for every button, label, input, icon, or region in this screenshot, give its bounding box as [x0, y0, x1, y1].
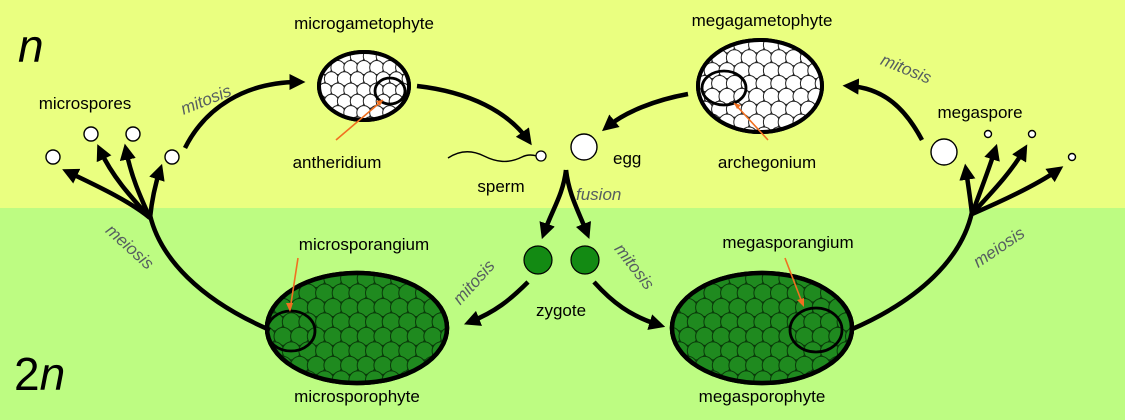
arrow-icon — [96, 144, 152, 220]
label-megaspore: megaspore — [937, 103, 1022, 122]
spore-icon — [164, 149, 180, 165]
archegonium-pointer — [733, 102, 769, 141]
antheridium-pointer — [335, 99, 384, 141]
diploid-number: 2 — [14, 348, 40, 400]
arrow-icon — [119, 143, 153, 219]
antheridium-icon — [373, 76, 407, 106]
haploid-marker: n — [18, 20, 44, 72]
label-microsporophyte: microsporophyte — [294, 387, 420, 406]
haploid-zone — [0, 0, 1125, 208]
pointer-head — [734, 103, 741, 109]
label-microsporangium: microsporangium — [299, 235, 429, 254]
arrow-icon — [849, 211, 975, 333]
zygote-icon-left — [523, 245, 553, 275]
aborted-spore-icon — [1067, 152, 1077, 162]
process-fusion: fusion — [576, 185, 621, 204]
zygote-icon-right — [570, 245, 600, 275]
cell-icon — [349, 116, 365, 120]
arrow-icon — [969, 143, 1000, 215]
label-megasporophyte: megasporophyte — [699, 387, 826, 406]
arrow-icon — [602, 91, 689, 132]
diploid-letter: n — [40, 348, 66, 400]
arrow-icon — [842, 78, 924, 142]
arrow-icon — [592, 280, 666, 330]
aborted-spore-icon — [983, 129, 993, 139]
cell-icon — [362, 116, 378, 120]
diploid-marker: 2n — [14, 348, 65, 400]
label-zygote: zygote — [536, 301, 586, 320]
diploid-zone — [0, 208, 1125, 420]
label-sperm: sperm — [477, 177, 524, 196]
arrow-icon — [416, 83, 532, 146]
arrow-icon — [971, 166, 1064, 217]
megaspores-icon — [930, 129, 1077, 166]
megaspore-icon — [930, 138, 958, 166]
microsporangium-pointer — [289, 257, 299, 311]
label-archegonium: archegonium — [718, 153, 816, 172]
pointer-head — [376, 100, 383, 106]
arrow-icon — [970, 144, 1028, 216]
pointer-lines — [286, 99, 804, 312]
label-egg: egg — [613, 149, 641, 168]
cycle-arrows — [62, 73, 1064, 333]
cell-icon — [814, 75, 822, 92]
egg-icon — [570, 133, 598, 161]
spore-icon — [45, 149, 61, 165]
arrow-icon — [563, 169, 591, 240]
arrow-icon — [463, 280, 530, 326]
megasporophyte-icon — [669, 270, 855, 386]
label-microspores: microspores — [39, 94, 132, 113]
label-megasporangium: megasporangium — [722, 233, 853, 252]
microspores-icon — [45, 126, 180, 165]
label-megagametophyte: megagametophyte — [692, 11, 833, 30]
pointer-head — [797, 298, 804, 307]
megasporangium-pointer — [784, 257, 804, 306]
aborted-spore-icon — [1027, 129, 1037, 139]
arrow-icon — [147, 214, 271, 333]
megasporangium-icon — [788, 306, 844, 354]
label-microgametophyte: microgametophyte — [294, 14, 434, 33]
spore-icon — [83, 126, 99, 142]
label-antheridium: antheridium — [293, 153, 382, 172]
arrow-icon — [182, 73, 306, 150]
spore-icon — [125, 126, 141, 142]
pointer-head — [286, 303, 293, 312]
archegonium-icon — [700, 69, 748, 107]
arrow-icon — [147, 163, 165, 219]
sperm-icon — [447, 150, 547, 163]
